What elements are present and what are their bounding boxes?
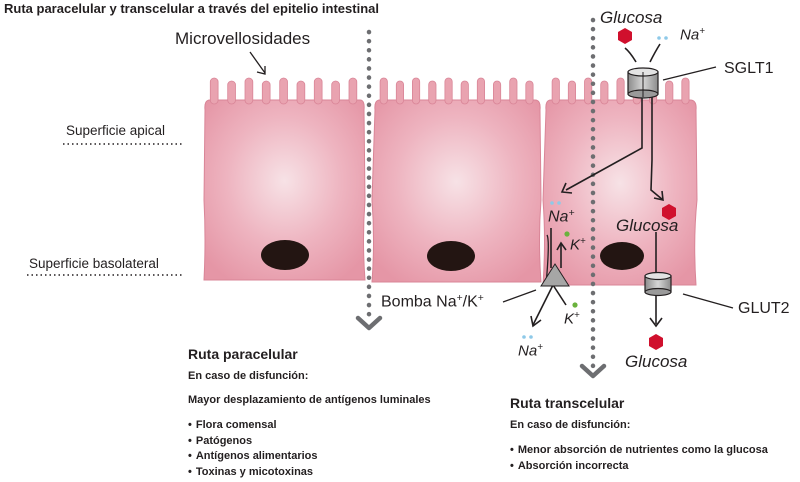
microvillus	[279, 77, 288, 105]
glut2-label: GLUT2	[738, 300, 790, 317]
transcellular-subheading: En caso de disfunción:	[510, 419, 631, 431]
glucose-icon	[662, 204, 676, 220]
glut2-transporter-icon	[644, 271, 672, 297]
microvillus	[209, 77, 219, 105]
arrow-head-icon	[560, 182, 573, 194]
glucose-icon	[618, 28, 632, 44]
arrow-head-icon	[653, 190, 664, 202]
glucose-mid-label: Glucosa	[616, 216, 679, 235]
list-item: Absorción incorrecta	[510, 459, 768, 475]
pump-label: Bomba Na+/K+	[381, 293, 484, 311]
transcellular-list: Menor absorción de nutrientes como la gl…	[510, 443, 768, 474]
sodium-mid-label: Na+	[548, 208, 575, 226]
transcellular-heading: Ruta transcelular	[510, 395, 625, 411]
paracellular-list: Flora comensal Patógenos Antígenos alime…	[188, 418, 431, 480]
basolateral-surface-label: Superficie basolateral	[29, 256, 159, 271]
microvillus	[665, 80, 674, 105]
sodium-bottom-label: Na+	[518, 342, 543, 360]
microvilli	[209, 77, 690, 105]
transcellular-route	[579, 17, 607, 379]
microvillus	[395, 80, 404, 105]
list-item: Flora comensal	[188, 418, 431, 434]
sodium-icon	[522, 335, 526, 339]
glucose-icon	[649, 334, 663, 350]
cell-left	[203, 99, 366, 281]
microvillus	[600, 80, 609, 105]
list-item: Menor absorción de nutrientes como la gl…	[510, 443, 768, 459]
transcellular-chevron-icon	[579, 363, 607, 379]
sglt1-transporter-icon	[627, 67, 659, 99]
bomba-pointer	[502, 289, 537, 303]
list-item: Patógenos	[188, 434, 431, 450]
arrow-head-icon	[530, 315, 542, 328]
microvilli-label: Microvellosidades	[175, 29, 311, 48]
microvillus	[551, 77, 560, 105]
microvillus	[296, 80, 306, 105]
apical-surface-label: Superficie apical	[66, 123, 166, 138]
microvillus	[411, 77, 421, 105]
paracellular-effect: Mayor desplazamiento de antígenos lumina…	[188, 394, 431, 406]
microvillus	[509, 77, 518, 105]
cell-right	[542, 99, 698, 286]
potassium-icon	[572, 302, 578, 308]
microvillus	[567, 80, 576, 105]
transcellular-panel: Ruta transcelular En caso de disfunción:…	[510, 395, 768, 474]
microvilli-pointer	[249, 51, 266, 74]
microvillus	[476, 77, 485, 105]
nucleus-right	[600, 242, 644, 270]
paracellular-route	[355, 29, 383, 331]
microvillus	[584, 77, 593, 105]
microvillus	[227, 80, 236, 105]
potassium-icon	[564, 231, 570, 237]
glucose-bottom-label: Glucosa	[625, 352, 688, 371]
paracellular-subheading: En caso de disfunción:	[188, 370, 309, 382]
paracellular-panel: Ruta paracelular En caso de disfunción: …	[188, 346, 431, 480]
sglt1-pointer	[662, 66, 717, 81]
paracellular-heading: Ruta paracelular	[188, 346, 298, 362]
nucleus-middle	[427, 241, 475, 271]
list-item: Toxinas y micotoxinas	[188, 465, 431, 481]
microvilli-pointer-head	[256, 66, 266, 75]
microvillus	[244, 77, 254, 105]
microvillus	[444, 77, 453, 105]
sglt1-label: SGLT1	[724, 60, 774, 77]
microvillus	[313, 77, 323, 105]
glucose-top-label: Glucosa	[600, 8, 663, 27]
figure-title: Ruta paracelular y transcelular a través…	[4, 1, 379, 16]
pump-triangle-icon	[540, 263, 570, 287]
microvillus	[379, 77, 388, 105]
nucleus-left	[261, 240, 309, 270]
microvillus	[492, 80, 502, 105]
potassium-bottom-label: K+	[564, 310, 580, 328]
microvillus	[616, 77, 625, 105]
microvillus	[261, 80, 271, 105]
cell-middle	[371, 99, 542, 283]
sglt1-pathways	[565, 43, 664, 201]
arrow-head-icon	[556, 241, 567, 251]
microvillus	[331, 80, 340, 105]
microvillus	[681, 77, 690, 105]
potassium-top-label: K+	[570, 236, 586, 254]
sodium-icon	[664, 36, 668, 40]
microvillus	[348, 77, 358, 105]
sodium-icon	[557, 201, 561, 205]
sodium-icon	[529, 335, 533, 339]
microvillus	[460, 80, 469, 105]
microvillus	[525, 80, 534, 105]
sodium-icon	[550, 201, 554, 205]
glut2-pointer	[682, 293, 734, 309]
list-item: Antígenos alimentarios	[188, 449, 431, 465]
arrow-head-icon	[649, 317, 663, 328]
na-k-pump	[532, 228, 567, 326]
microvillus	[428, 80, 437, 105]
sodium-icon	[657, 36, 661, 40]
sodium-top-label: Na+	[680, 26, 705, 44]
paracellular-chevron-icon	[355, 315, 383, 331]
